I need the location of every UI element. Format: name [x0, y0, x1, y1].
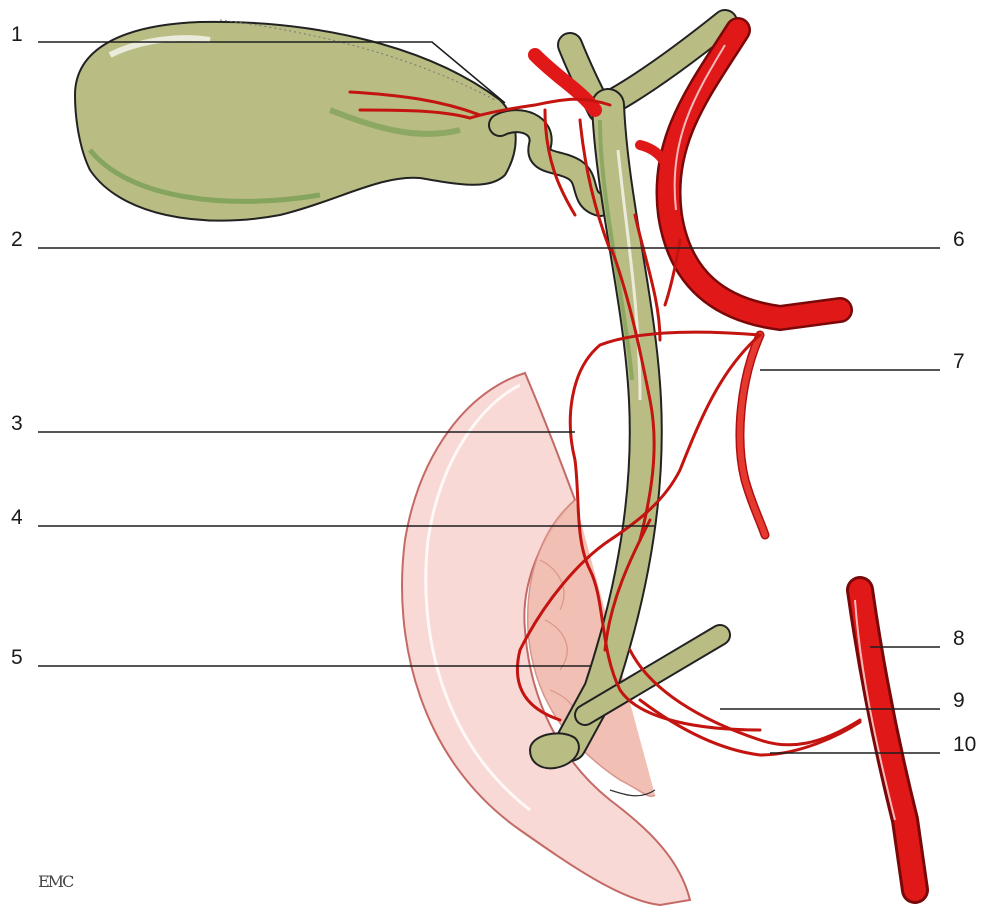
label-9: 9	[953, 690, 965, 711]
label-2: 2	[11, 229, 23, 250]
label-1: 1	[11, 24, 23, 45]
label-5: 5	[11, 647, 23, 668]
label-6: 6	[953, 229, 965, 250]
label-4: 4	[11, 507, 23, 528]
label-7: 7	[953, 351, 965, 372]
label-3: 3	[11, 413, 23, 434]
label-10: 10	[953, 734, 976, 755]
superior-mesenteric-artery	[855, 590, 915, 890]
publisher-signature: EMC	[38, 872, 72, 891]
gallbladder	[75, 20, 516, 221]
gastroduodenal-artery	[740, 335, 765, 535]
label-8: 8	[953, 628, 965, 649]
